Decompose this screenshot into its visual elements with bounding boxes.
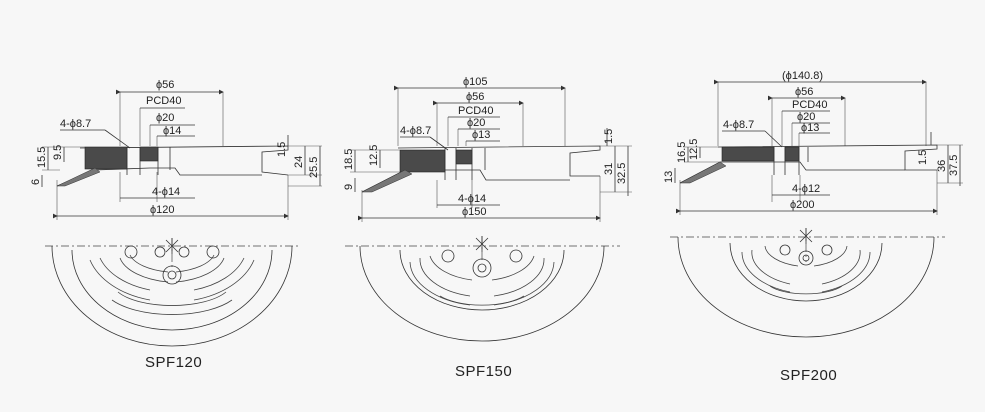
spf120-holes: 4-ϕ8.7 xyxy=(60,118,91,130)
spf150-h18_5: 18.5 xyxy=(343,149,355,170)
spf120-h24: 24 xyxy=(293,156,305,168)
spf150-h1_5: 1.5 xyxy=(603,129,615,144)
spf150-section-view xyxy=(350,85,632,222)
spf200-dia140_8: (ϕ140.8) xyxy=(782,70,823,82)
spf120-dia120: ϕ120 xyxy=(150,204,175,216)
spf150-h12_5: 12.5 xyxy=(368,145,380,166)
spf200-dim-labels: (ϕ140.8) ϕ56 PCD40 ϕ20 ϕ13 4-ϕ8.7 16.5 1… xyxy=(663,70,960,211)
spf200-h13: 13 xyxy=(663,171,675,183)
spf150-dia150: ϕ150 xyxy=(462,206,487,218)
spf150-dia20: ϕ20 xyxy=(467,117,485,129)
spf150-bottom-holes: 4-ϕ14 xyxy=(458,193,486,205)
spf200-pcd40: PCD40 xyxy=(792,99,827,111)
spf120-dia14: ϕ14 xyxy=(163,125,181,137)
spf200-dia200: ϕ200 xyxy=(790,199,815,211)
spf200-h1_5: 1.5 xyxy=(917,150,929,165)
spf120-dia20: ϕ20 xyxy=(156,112,174,124)
spf200-bottom-holes: 4-ϕ12 xyxy=(792,183,820,195)
spf120-plan-view xyxy=(45,238,300,347)
spf120-h25_5: 25.5 xyxy=(308,157,320,178)
spf200-dia56: ϕ56 xyxy=(795,86,813,98)
spf150-holes: 4-ϕ8.7 xyxy=(400,125,431,137)
spf120-h6: 6 xyxy=(30,179,42,185)
spf120-section-view xyxy=(41,89,322,220)
spf200-dia20: ϕ20 xyxy=(797,111,815,123)
spf200-plan-view xyxy=(670,228,945,338)
spf200-h16_5: 16.5 xyxy=(676,142,688,163)
spf150-dia105: ϕ105 xyxy=(463,76,488,88)
spf150-pcd40: PCD40 xyxy=(458,105,493,117)
spf120-caption: SPF120 xyxy=(145,354,202,371)
spf200-holes: 4-ϕ8.7 xyxy=(723,119,754,131)
spf150-h9: 9 xyxy=(343,184,355,190)
spf120-h9_5: 9.5 xyxy=(52,145,64,160)
spf200-h36: 36 xyxy=(936,160,948,172)
spf120-pcd40: PCD40 xyxy=(146,95,181,107)
spf120-h1_5: 1.5 xyxy=(276,142,288,157)
spf150-h31: 31 xyxy=(603,163,615,175)
spf120-dim-labels: ϕ56 PCD40 ϕ20 ϕ14 4-ϕ8.7 15.5 9.5 6 1.5 … xyxy=(30,79,320,216)
spf200-section-view xyxy=(674,79,963,215)
spf150-h32_5: 32.5 xyxy=(616,163,628,184)
spf150-caption: SPF150 xyxy=(455,363,512,380)
spf200-h37_5: 37.5 xyxy=(948,155,960,176)
spf150-plan-view xyxy=(345,236,620,342)
spf200-h12_5: 12.5 xyxy=(688,139,700,160)
spf120-bottom-holes: 4-ϕ14 xyxy=(152,186,180,198)
spf150-dia13: ϕ13 xyxy=(472,129,490,141)
spf200-caption: SPF200 xyxy=(780,367,837,384)
spf120-dia56: ϕ56 xyxy=(156,79,174,91)
spf150-dim-labels: ϕ105 ϕ56 PCD40 ϕ20 ϕ13 4-ϕ8.7 18.5 12.5 … xyxy=(343,76,628,218)
spf150-dia56: ϕ56 xyxy=(466,91,484,103)
spf120-h15_5: 15.5 xyxy=(36,147,48,168)
spf200-dia13: ϕ13 xyxy=(801,122,819,134)
